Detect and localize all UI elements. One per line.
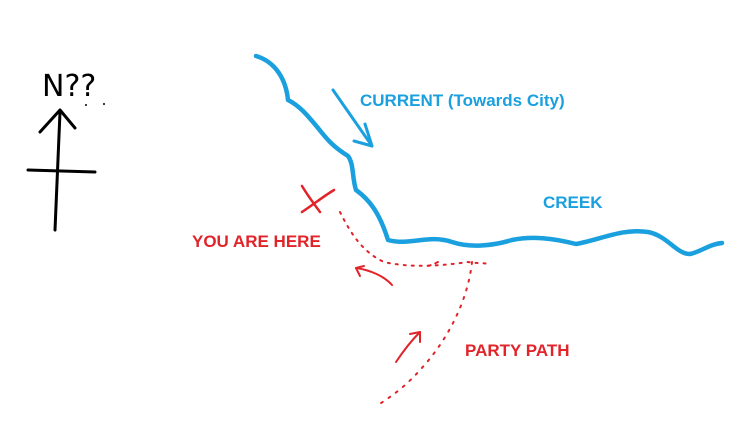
path-arrow	[395, 331, 421, 363]
you-are-here-label: YOU ARE HERE	[192, 232, 321, 251]
pen-dot	[103, 103, 105, 105]
creek-label: CREEK	[543, 193, 603, 212]
party-path	[339, 211, 491, 406]
east-west-bar	[26, 168, 97, 174]
north-label: N??	[42, 69, 96, 104]
creek-line	[253, 53, 725, 257]
current-arrow	[331, 88, 374, 148]
path-arrow	[355, 265, 393, 286]
north-arrow: N??	[26, 69, 105, 232]
current-label: CURRENT (Towards City)	[360, 91, 565, 110]
you-are-here-marker	[300, 184, 336, 214]
north-arrow-shaft	[53, 110, 62, 232]
pen-dot	[85, 104, 87, 106]
party-path-label: PARTY PATH	[465, 341, 570, 360]
north-arrowhead	[38, 108, 77, 134]
